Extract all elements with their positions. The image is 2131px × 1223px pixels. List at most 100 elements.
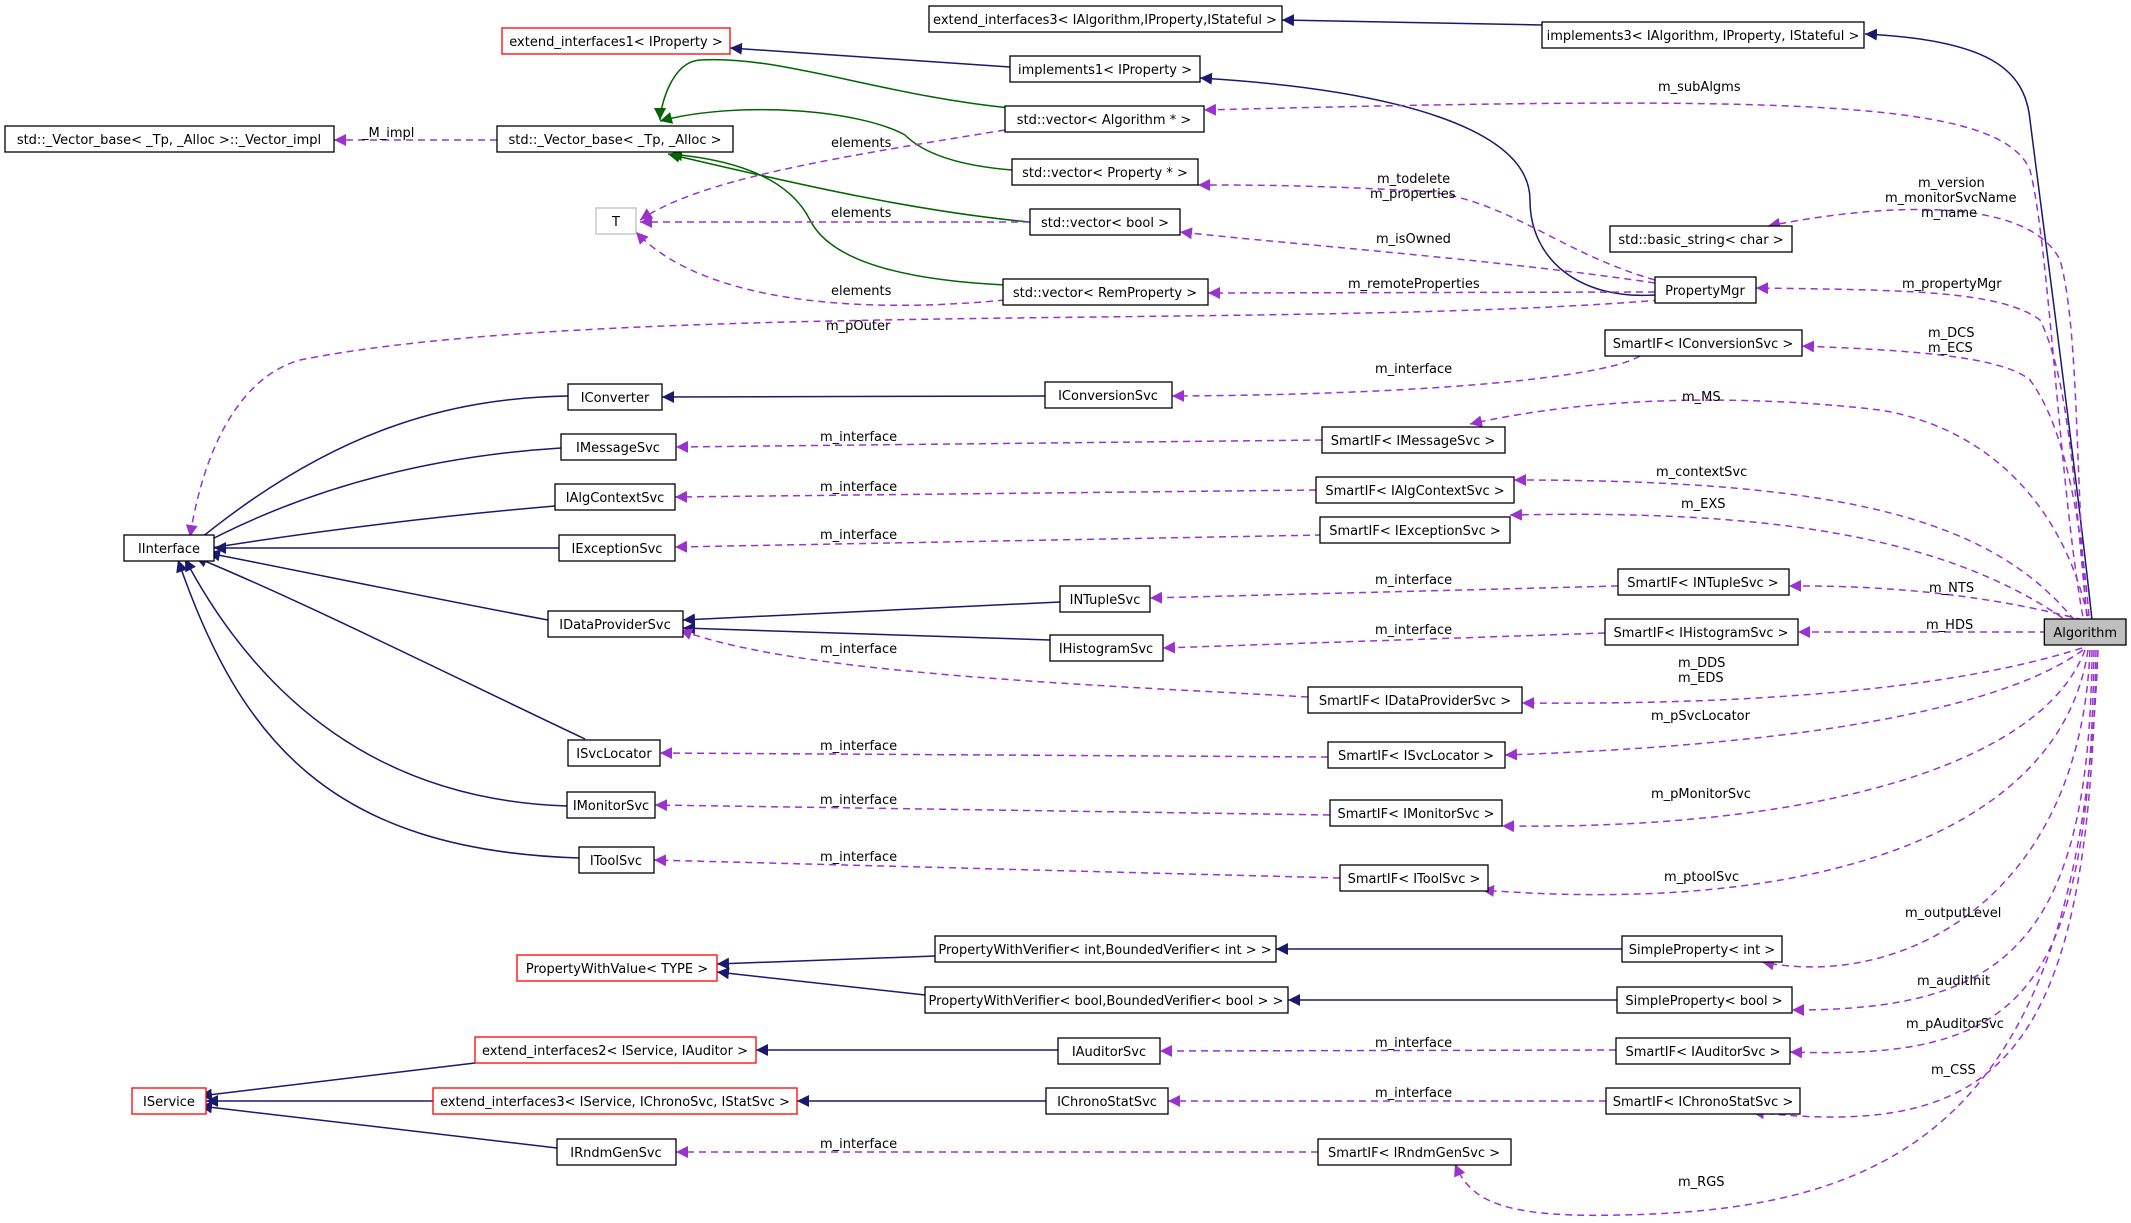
node-pwv-int[interactable]: PropertyWithVerifier< int,BoundedVerifie… bbox=[934, 935, 1277, 963]
node-isvclocator[interactable]: ISvcLocator bbox=[567, 739, 661, 767]
label-m-contextsvc: m_contextSvc bbox=[1656, 465, 1747, 480]
node-vec-bool[interactable]: std::vector< bool > bbox=[1029, 208, 1181, 236]
svg-text:IConversionSvc: IConversionSvc bbox=[1058, 389, 1158, 404]
node-sp-int[interactable]: SimpleProperty< int > bbox=[1621, 935, 1783, 963]
edge-iface-dp bbox=[679, 628, 1309, 698]
node-iexceptionsvc[interactable]: IExceptionSvc bbox=[558, 534, 676, 562]
node-sif-conv[interactable]: SmartIF< IConversionSvc > bbox=[1604, 329, 1803, 357]
edge-iface-exc bbox=[674, 534, 1323, 553]
node-sif-dp[interactable]: SmartIF< IDataProviderSvc > bbox=[1307, 686, 1523, 714]
edge-vecprop-vecbase bbox=[659, 108, 1013, 171]
node-algorithm[interactable]: Algorithm bbox=[2043, 618, 2127, 646]
label-m-dds: m_DDS bbox=[1678, 656, 1725, 671]
edge-imon-iinterface bbox=[184, 558, 568, 807]
node-itoolsvc[interactable]: IToolSvc bbox=[578, 846, 655, 874]
edge-propmgr-impl1 bbox=[1199, 72, 1656, 297]
node-impl3[interactable]: implements3< IAlgorithm, IProperty, ISta… bbox=[1541, 21, 1865, 49]
label-iface-msg: m_interface bbox=[820, 430, 897, 445]
edge-impl1-ext1 bbox=[729, 42, 1011, 68]
node-irndmgensvc[interactable]: IRndmGenSvc bbox=[556, 1138, 677, 1166]
edge-iconverter-iinterface bbox=[189, 395, 569, 548]
node-sp-bool[interactable]: SimpleProperty< bool > bbox=[1616, 986, 1793, 1014]
node-sif-ntuple[interactable]: SmartIF< INTupleSvc > bbox=[1617, 568, 1790, 596]
node-sif-rndm[interactable]: SmartIF< IRndmGenSvc > bbox=[1317, 1138, 1512, 1166]
svg-text:implements1< IProperty >: implements1< IProperty > bbox=[1018, 63, 1192, 78]
node-idataprovidersvc[interactable]: IDataProviderSvc bbox=[547, 610, 684, 638]
node-intuplesvc[interactable]: INTupleSvc bbox=[1059, 585, 1151, 613]
node-vecimpl[interactable]: std::_Vector_base< _Tp, _Alloc >::_Vecto… bbox=[4, 125, 335, 153]
node-imessagesvc[interactable]: IMessageSvc bbox=[560, 433, 677, 461]
node-sif-tool[interactable]: SmartIF< IToolSvc > bbox=[1339, 864, 1489, 892]
node-sif-chrono[interactable]: SmartIF< IChronoStatSvc > bbox=[1605, 1087, 1801, 1115]
edge-idp-iinterface bbox=[207, 549, 549, 621]
svg-text:ISvcLocator: ISvcLocator bbox=[576, 747, 652, 762]
node-vecbase[interactable]: std::_Vector_base< _Tp, _Alloc > bbox=[496, 125, 734, 153]
node-sif-mon[interactable]: SmartIF< IMonitorSvc > bbox=[1329, 799, 1503, 827]
label-iface-mon: m_interface bbox=[820, 793, 897, 808]
node-basic-string[interactable]: std::basic_string< char > bbox=[1609, 225, 1793, 253]
node-imonitorsvc[interactable]: IMonitorSvc bbox=[566, 791, 656, 819]
edge-misowned bbox=[1179, 227, 1656, 284]
node-ihistogramsvc[interactable]: IHistogramSvc bbox=[1049, 634, 1164, 662]
edge-mauditinit bbox=[1791, 649, 2093, 1016]
label-m-pmonitorsvc: m_pMonitorSvc bbox=[1651, 787, 1751, 802]
label-iface-ntuple: m_interface bbox=[1375, 573, 1452, 588]
node-iservice[interactable]: IService bbox=[131, 1087, 207, 1115]
node-pwv[interactable]: PropertyWithValue< TYPE > bbox=[516, 954, 718, 982]
node-t[interactable]: T bbox=[595, 207, 637, 235]
svg-text:std::_Vector_base< _Tp, _Alloc: std::_Vector_base< _Tp, _Alloc > bbox=[508, 133, 721, 148]
node-iinterface[interactable]: IInterface bbox=[123, 534, 215, 562]
svg-text:extend_interfaces2< IService,: extend_interfaces2< IService, IAuditor > bbox=[482, 1044, 748, 1059]
label-iface-dp: m_interface bbox=[820, 642, 897, 657]
node-sif-msg[interactable]: SmartIF< IMessageSvc > bbox=[1321, 426, 1506, 454]
edge-impl3-ext3alg bbox=[1281, 14, 1543, 27]
label-iface-hist: m_interface bbox=[1375, 623, 1452, 638]
svg-text:IAuditorSvc: IAuditorSvc bbox=[1072, 1045, 1146, 1060]
node-iauditorsvc[interactable]: IAuditorSvc bbox=[1057, 1037, 1161, 1065]
node-ext1-prop[interactable]: extend_interfaces1< IProperty > bbox=[501, 27, 731, 55]
svg-text:IRndmGenSvc: IRndmGenSvc bbox=[570, 1146, 661, 1161]
node-propmgr[interactable]: PropertyMgr bbox=[1654, 276, 1757, 304]
label-elements-1: elements bbox=[831, 136, 892, 151]
node-vec-prop[interactable]: std::vector< Property * > bbox=[1011, 158, 1199, 186]
edge-itool-iinterface bbox=[176, 559, 580, 859]
node-sif-exc[interactable]: SmartIF< IExceptionSvc > bbox=[1319, 516, 1511, 544]
edge-mpmonitorsvc bbox=[1501, 649, 2086, 833]
edge-labels: _M_impl elements elements elements m_sub… bbox=[361, 80, 2016, 1190]
label-m-eds: m_EDS bbox=[1678, 671, 1724, 686]
node-ext3-svc[interactable]: extend_interfaces3< IService, IChronoSvc… bbox=[432, 1087, 798, 1115]
node-ichronostatsvc[interactable]: IChronoStatSvc bbox=[1045, 1087, 1169, 1115]
label-iface-chrono: m_interface bbox=[1375, 1086, 1452, 1101]
node-ext3-alg[interactable]: extend_interfaces3< IAlgorithm,IProperty… bbox=[928, 5, 1283, 33]
node-sif-svcloc[interactable]: SmartIF< ISvcLocator > bbox=[1327, 741, 1506, 769]
edge-elements-3 bbox=[635, 231, 1006, 307]
edges bbox=[176, 14, 2099, 1217]
node-iconverter[interactable]: IConverter bbox=[567, 383, 663, 411]
label-m-outputlevel: m_outputLevel bbox=[1905, 906, 2001, 921]
node-sif-aud[interactable]: SmartIF< IAuditorSvc > bbox=[1615, 1037, 1791, 1065]
svg-text:extend_interfaces3< IService,: extend_interfaces3< IService, IChronoSvc… bbox=[440, 1095, 790, 1110]
edge-pwvint-pwv bbox=[716, 955, 936, 970]
node-impl1[interactable]: implements1< IProperty > bbox=[1009, 55, 1201, 83]
node-vec-rem[interactable]: std::vector< RemProperty > bbox=[1002, 278, 1209, 306]
svg-text:SmartIF< IMessageSvc >: SmartIF< IMessageSvc > bbox=[1331, 434, 1496, 449]
label-m-auditinit: m_auditInit bbox=[1917, 974, 1990, 989]
node-iconversionsvc[interactable]: IConversionSvc bbox=[1044, 381, 1173, 409]
node-sif-algctx[interactable]: SmartIF< IAlgContextSvc > bbox=[1315, 476, 1515, 504]
node-ext2-svc[interactable]: extend_interfaces2< IService, IAuditor > bbox=[474, 1036, 757, 1064]
label-m-dcs: m_DCS bbox=[1928, 326, 1975, 341]
label-m-todelete: m_todelete bbox=[1377, 172, 1450, 187]
node-pwv-bool[interactable]: PropertyWithVerifier< bool,BoundedVerifi… bbox=[924, 986, 1289, 1014]
edge-vecalg-vecbase bbox=[654, 58, 1011, 121]
node-vec-alg[interactable]: std::vector< Algorithm * > bbox=[1004, 105, 1205, 133]
node-sif-hist[interactable]: SmartIF< IHistogramSvc > bbox=[1604, 618, 1799, 646]
svg-text:PropertyMgr: PropertyMgr bbox=[1665, 284, 1745, 299]
edge-iface-hist bbox=[1162, 632, 1606, 654]
label-m-rgs: m_RGS bbox=[1678, 1175, 1725, 1190]
svg-text:SmartIF< IRndmGenSvc >: SmartIF< IRndmGenSvc > bbox=[1328, 1146, 1500, 1161]
node-ialgcontextsvc[interactable]: IAlgContextSvc bbox=[554, 483, 676, 511]
edge-iface-algctx bbox=[674, 489, 1317, 503]
label-iface-conv: m_interface bbox=[1375, 362, 1452, 377]
edge-mversion bbox=[1767, 208, 2089, 629]
edge-iconvsvc-iconverter bbox=[661, 390, 1046, 403]
